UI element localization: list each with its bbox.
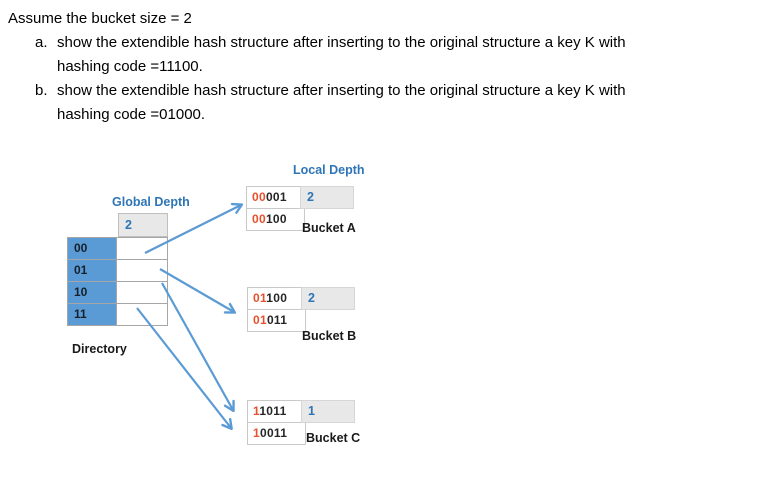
question-item-b: b. show the extendible hash structure af… [35,79,748,127]
key-rest: 100 [265,212,287,226]
arrow-01-to-bucket-b [159,268,237,314]
question-line: show the extendible hash structure after… [57,34,626,51]
key-prefix: 01 [253,291,267,305]
directory-pointer-cell [117,304,168,326]
question-line: hashing code =11100. [57,58,203,75]
directory-entry-00: 00 [68,238,117,260]
key-rest: 0011 [259,426,288,440]
bucket-c-name: Bucket C [306,431,361,445]
bucket-a-local-depth: 2 [300,186,354,209]
question-block: Assume the bucket size = 2 a. show the e… [8,7,748,127]
bucket-b-key-1: 01100 [247,287,306,310]
local-depth-label: Local Depth [293,163,365,177]
bucket-b-name: Bucket B [302,329,357,343]
question-item-a-text: show the extendible hash structure after… [57,31,626,79]
directory-label: Directory [72,342,127,356]
list-marker-b: b. [35,82,48,99]
directory-table: 00 01 10 11 [67,237,168,326]
bucket-c-local-depth: 1 [301,400,355,423]
key-prefix: 00 [252,212,266,226]
directory-entry-10: 10 [68,282,117,304]
question-item-a: a. show the extendible hash structure af… [35,31,748,79]
directory-pointer-cell [117,260,168,282]
key-prefix: 00 [252,190,266,204]
key-prefix: 1 [253,426,260,440]
bucket-b-key-2: 01011 [247,309,306,332]
directory-pointer-cell [117,238,168,260]
question-intro: Assume the bucket size = 2 [8,10,192,27]
key-rest: 001 [265,190,287,204]
key-rest: 1011 [259,404,287,418]
question-line: show the extendible hash structure after… [57,82,626,99]
bucket-b-local-depth: 2 [301,287,355,310]
list-marker-a: a. [35,34,48,51]
key-rest: 100 [266,291,288,305]
arrow-10-to-bucket-c [161,282,235,413]
directory-pointer-cell [117,282,168,304]
bucket-a-key-2: 00100 [246,208,305,231]
key-prefix: 01 [253,313,267,327]
directory-entry-11: 11 [68,304,117,326]
bucket-c-key-1: 11011 [247,400,306,423]
arrow-11-to-bucket-c [136,307,233,431]
directory-entry-01: 01 [68,260,117,282]
global-depth-label: Global Depth [112,195,190,209]
bucket-c-key-2: 10011 [247,422,306,445]
bucket-a-name: Bucket A [302,221,356,235]
global-depth-cell: 2 [118,213,168,237]
question-item-b-text: show the extendible hash structure after… [57,79,626,127]
key-prefix: 1 [253,404,260,418]
bucket-a-key-1: 00001 [246,186,305,209]
key-rest: 011 [266,313,288,327]
question-line: hashing code =01000. [57,106,206,123]
